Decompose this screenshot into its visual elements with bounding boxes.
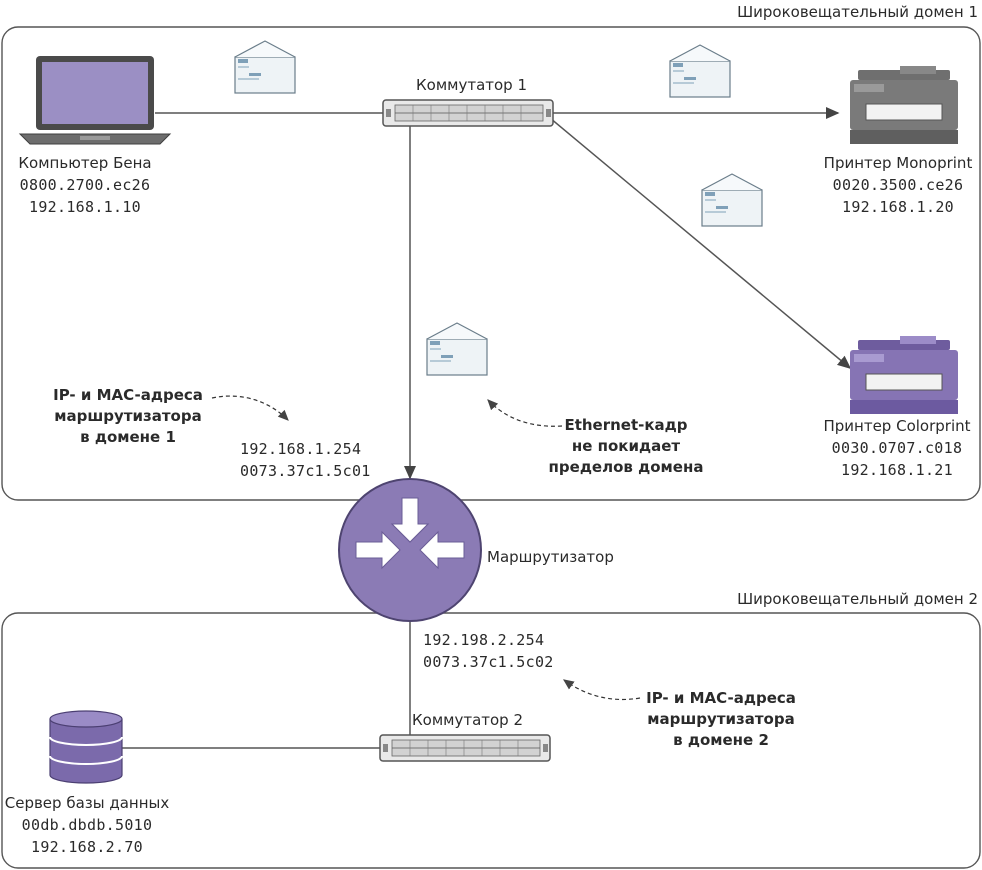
router-if2-ip: 192.198.2.254	[423, 631, 545, 649]
router-icon	[338, 478, 482, 622]
router-if1-mac: 0073.37c1.5c01	[240, 462, 371, 480]
router-interface-1: 192.168.1.254 0073.37c1.5c01	[240, 438, 371, 482]
annotation-ethernet-frame-line2: не покидает	[571, 437, 681, 455]
router-if1-ip: 192.168.1.254	[240, 440, 362, 458]
printer-colorprint-info: Принтер Colorprint 0030.0707.c018 192.16…	[823, 415, 970, 481]
server-mac: 00db.dbdb.5010	[21, 816, 153, 834]
switch-1-label: Коммутатор 1	[416, 76, 528, 94]
server-info: Сервер базы данных 00db.dbdb.5010 192.16…	[5, 792, 170, 858]
switch-2-icon	[379, 734, 551, 762]
printer-colorprint-icon	[850, 336, 958, 414]
domain-2-label: Широковещательный домен 2	[737, 590, 978, 608]
router-label: Маршрутизатор	[487, 548, 614, 566]
computer-name: Компьютер Бена	[18, 154, 152, 172]
server-database-icon	[49, 710, 123, 784]
domain-1-label: Широковещательный домен 1	[737, 3, 978, 21]
printer-monoprint-name: Принтер Monoprint	[823, 154, 973, 172]
router-interface-2: 192.198.2.254 0073.37c1.5c02	[423, 629, 554, 673]
envelope-icon-3	[701, 173, 763, 227]
link-switch1-colorprint	[549, 117, 852, 369]
annotation-ethernet-frame-line3: пределов домена	[548, 458, 704, 476]
annotation-ethernet-frame-line1: Ethernet-кадр	[564, 416, 688, 434]
envelope-icon-2	[669, 44, 731, 98]
callout-arrow-router-domain1	[211, 395, 289, 421]
annotation-router-domain2-line2: маршрутизатора	[647, 710, 795, 728]
printer-colorprint-name: Принтер Colorprint	[823, 417, 971, 435]
annotation-router-domain2-line3: в домене 2	[673, 731, 769, 749]
printer-monoprint-icon	[850, 66, 958, 144]
links	[122, 107, 852, 749]
computer-mac: 0800.2700.ec26	[19, 176, 151, 194]
callout-arrow-ethernet-frame	[487, 399, 563, 427]
envelope-icon-4	[426, 322, 488, 376]
printer-monoprint-mac: 0020.3500.ce26	[832, 176, 964, 194]
broadcast-domain-2-box	[1, 612, 981, 869]
envelope-icon-1	[234, 40, 296, 94]
annotation-router-domain1-line2: маршрутизатора	[54, 407, 202, 425]
computer-ip: 192.168.1.10	[29, 198, 141, 216]
server-ip: 192.168.2.70	[31, 838, 143, 856]
annotation-ethernet-frame: Ethernet-кадр не покидает пределов домен…	[549, 415, 704, 478]
annotation-router-domain2: IP- и MAC-адреса маршрутизатора в домене…	[646, 688, 796, 751]
printer-colorprint-mac: 0030.0707.c018	[831, 439, 963, 457]
annotation-router-domain1-line3: в домене 1	[80, 428, 176, 446]
printer-monoprint-ip: 192.168.1.20	[842, 198, 954, 216]
printer-monoprint-info: Принтер Monoprint 0020.3500.ce26 192.168…	[824, 152, 973, 218]
callout-arrows	[211, 395, 641, 701]
annotation-router-domain2-line1: IP- и MAC-адреса	[646, 689, 796, 707]
callout-arrow-router-domain2	[563, 679, 641, 701]
switch-1-icon	[382, 99, 554, 127]
printer-colorprint-ip: 192.168.1.21	[841, 461, 953, 479]
annotation-router-domain1-line1: IP- и MAC-адреса	[53, 386, 203, 404]
computer-info: Компьютер Бена 0800.2700.ec26 192.168.1.…	[18, 152, 151, 218]
router-if2-mac: 0073.37c1.5c02	[423, 653, 554, 671]
annotation-router-domain1: IP- и MAC-адреса маршрутизатора в домене…	[53, 385, 203, 448]
server-name: Сервер базы данных	[4, 794, 170, 812]
laptop-icon	[18, 56, 172, 145]
broadcast-domain-1-box	[1, 26, 981, 501]
switch-2-label: Коммутатор 2	[412, 711, 524, 729]
